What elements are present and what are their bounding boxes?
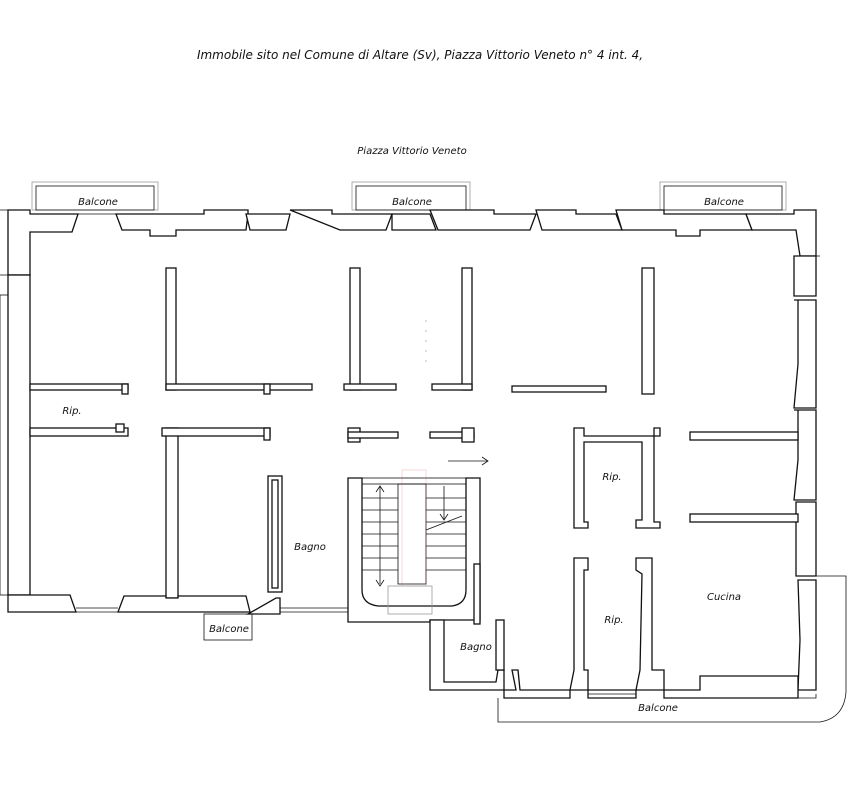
balcony-top-right-label: Balcone [704, 197, 744, 208]
bagno-left-label: Bagno [294, 542, 326, 553]
street-label: Piazza Vittorio Veneto [357, 146, 466, 157]
interior-walls-right [569, 427, 799, 691]
balcony-top-right [659, 181, 787, 211]
interior-walls-lower-left [161, 427, 283, 599]
balcony-bottom-right-label: Balcone [638, 703, 678, 714]
balcony-bottom-left-label: Balcone [209, 624, 249, 635]
rip-left-label: Rip. [62, 406, 81, 417]
balcony-top-mid [351, 181, 471, 211]
outer-wall-top [7, 209, 817, 276]
balcony-top-left-label: Balcone [78, 197, 118, 208]
interior-walls-upper [29, 267, 655, 395]
outer-wall-bottom-left [7, 594, 348, 641]
outer-wall-right [793, 255, 820, 691]
stair-steps [362, 497, 466, 571]
outer-wall-bottom-right [503, 669, 799, 699]
balcony-top-left [31, 181, 159, 211]
rip-right-lower-label: Rip. [604, 615, 623, 626]
plan-title: Immobile sito nel Comune di Altare (Sv),… [197, 48, 643, 62]
balcony-top-mid-label: Balcone [392, 197, 432, 208]
cucina-label: Cucina [707, 592, 741, 603]
stairwell [347, 320, 489, 623]
rip-closet-left [29, 423, 129, 437]
balcony-bottom-right [497, 575, 847, 723]
rip-right-upper-label: Rip. [602, 472, 621, 483]
bagno-small-label: Bagno [460, 642, 492, 653]
small-bathroom-walls [429, 563, 505, 691]
